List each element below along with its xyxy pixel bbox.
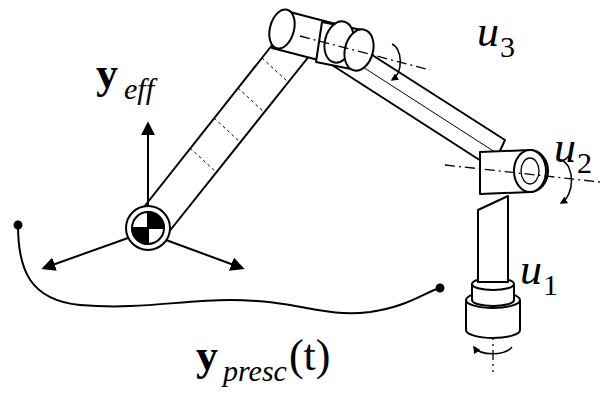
vector-symbol: y xyxy=(196,334,218,378)
subscript: 1 xyxy=(543,270,558,300)
time-argument: (t) xyxy=(289,334,331,378)
subscript: 2 xyxy=(577,148,592,178)
vector-symbol: y xyxy=(96,52,118,96)
subscript: eff xyxy=(124,74,154,104)
subscript: presc xyxy=(223,356,287,386)
subscript: 3 xyxy=(500,32,515,62)
joint-input-symbol: u xyxy=(477,10,499,54)
joint-input-symbol: u xyxy=(554,126,576,170)
joint-input-symbol: u xyxy=(520,248,542,292)
